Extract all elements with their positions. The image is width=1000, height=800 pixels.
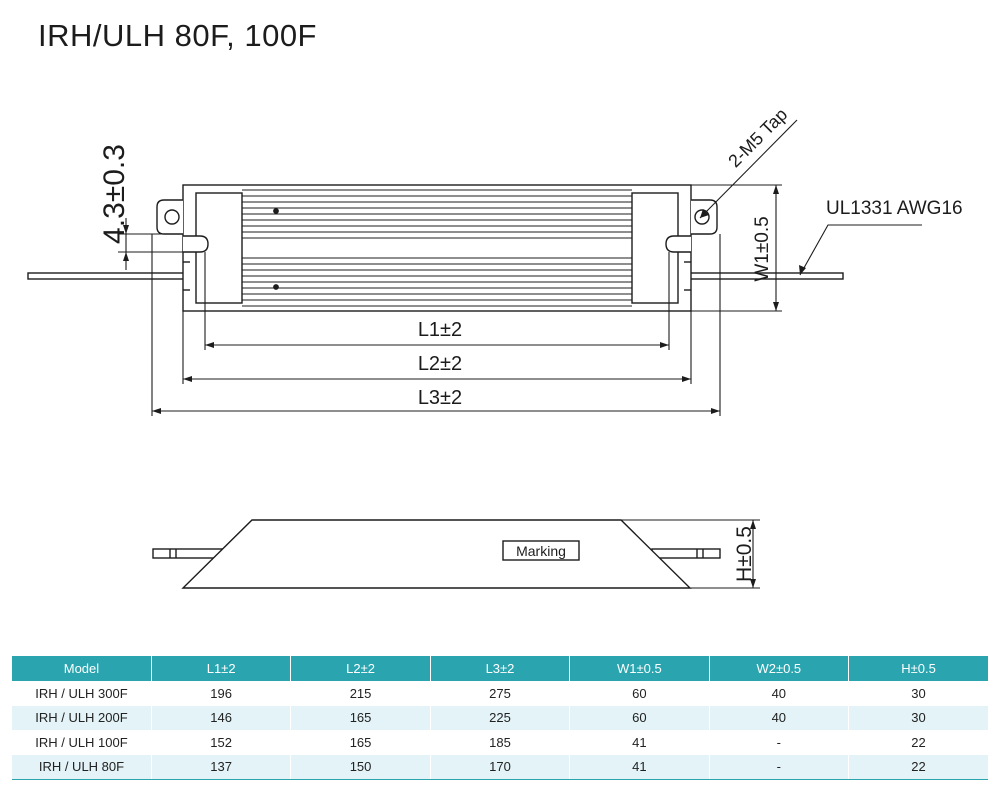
- tap-leader: [699, 119, 798, 219]
- resistor-side-view: [152, 519, 721, 589]
- table-cell: 40: [709, 681, 850, 706]
- wire-leader: [799, 224, 922, 276]
- table-row: IRH / ULH 300F 196 215 275 60 40 30: [12, 681, 988, 706]
- table-cell: 60: [569, 705, 710, 730]
- table-header-cell: L3±2: [430, 656, 571, 681]
- table-header-cell: L1±2: [151, 656, 292, 681]
- marking-label-box: [502, 540, 580, 561]
- side-left-wire: [152, 548, 224, 559]
- table-cell: IRH / ULH 200F: [12, 705, 152, 730]
- right-mounting-hole: [694, 209, 710, 225]
- spec-table: Model L1±2 L2±2 L3±2 W1±0.5 W2±0.5 H±0.5…: [12, 656, 988, 780]
- marking-label: Marking: [516, 543, 566, 559]
- table-cell: IRH / ULH 300F: [12, 681, 152, 706]
- left-mounting-hole: [164, 209, 180, 225]
- right-slot: [665, 235, 691, 253]
- resistor-body: [182, 184, 692, 312]
- table-cell: 146: [151, 705, 292, 730]
- table-cell: 60: [569, 681, 710, 706]
- table-row: IRH / ULH 200F 146 165 225 60 40 30: [12, 705, 988, 730]
- table-cell: 152: [151, 730, 292, 755]
- table-cell: 41: [569, 754, 710, 780]
- table-header-cell: L2±2: [290, 656, 431, 681]
- cooling-fins: [242, 189, 632, 307]
- table-cell: 150: [290, 754, 431, 780]
- table-cell: 30: [911, 685, 926, 701]
- h-label: H±0.5: [733, 526, 756, 582]
- l2-label: L2±2: [418, 353, 462, 375]
- table-header-cell: W2±0.5: [709, 656, 850, 681]
- table-header-row: Model L1±2 L2±2 L3±2 W1±0.5 W2±0.5 H±0.5: [12, 656, 988, 681]
- wire-label: UL1331 AWG16: [826, 198, 963, 219]
- w1-label: W1±0.5: [752, 216, 773, 281]
- table-cell: 225: [430, 705, 571, 730]
- table-row: IRH / ULH 80F 137 150 170 41 - 22: [12, 754, 988, 780]
- table-cell: 165: [290, 730, 431, 755]
- right-mounting-tab: [691, 199, 718, 235]
- table-cell: -: [709, 754, 850, 780]
- table-cell: 22: [911, 734, 926, 750]
- table-cell: 275: [430, 681, 571, 706]
- table-cell: 30: [848, 705, 988, 730]
- l1-label: L1±2: [418, 319, 462, 341]
- table-cell: 215: [290, 681, 431, 706]
- left-slot: [183, 235, 209, 253]
- table-header-cell: W1±0.5: [569, 656, 710, 681]
- l3-label: L3±2: [418, 387, 462, 409]
- left-wire: [27, 272, 189, 280]
- tap-label: 2-M5 Tap: [724, 104, 791, 171]
- table-header-cell: H±0.5: [848, 656, 988, 681]
- table-cell: IRH / ULH 80F: [12, 754, 152, 780]
- table-cell: IRH / ULH 100F: [12, 730, 152, 755]
- table-cell: 22: [848, 754, 988, 780]
- table-row: IRH / ULH 100F 152 165 185 41 - 22: [12, 730, 988, 755]
- technical-drawing: L1±2 L2±2 L3±2 W1±0.5 4.3±0.3 2-M5 Tap U…: [27, 104, 963, 589]
- table-cell: -: [709, 730, 850, 755]
- table-cell: 185: [430, 730, 571, 755]
- table-cell: 170: [430, 754, 571, 780]
- table-cell: 165: [290, 705, 431, 730]
- side-right-wire: [651, 548, 721, 559]
- page-title: IRH/ULH 80F, 100F: [38, 18, 317, 53]
- table-cell: 196: [151, 681, 292, 706]
- table-cell: 41: [569, 730, 710, 755]
- resistor-top-view: [27, 184, 844, 312]
- table-cell: 40: [709, 705, 850, 730]
- table-header-cell: Model: [12, 656, 152, 681]
- hole-offset-label: 4.3±0.3: [98, 144, 131, 244]
- side-body: [181, 519, 692, 589]
- table-cell: 137: [151, 754, 292, 780]
